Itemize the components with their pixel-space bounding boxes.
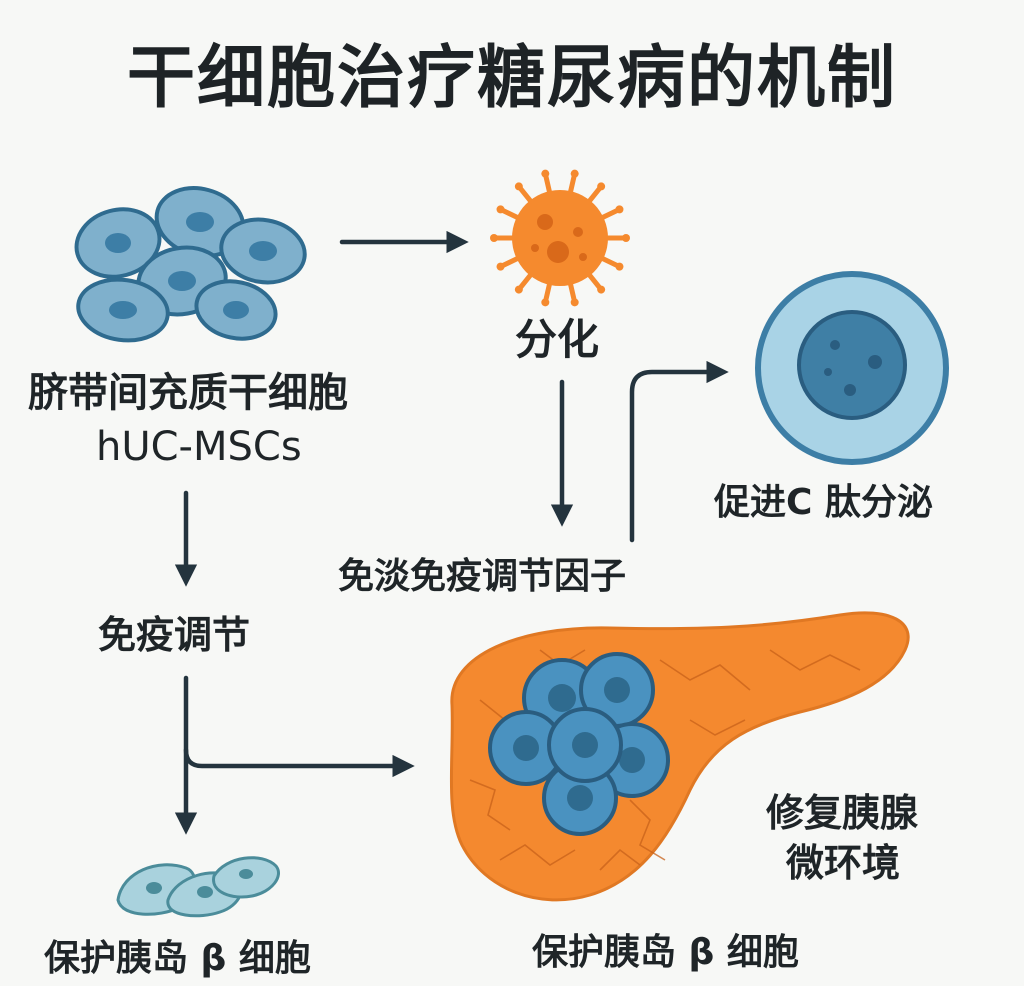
- arrow-immune-to-pancreas: [183, 747, 415, 778]
- repair-microenvironment-line2: 微环境: [786, 841, 901, 885]
- stem-cell: [194, 279, 278, 341]
- secretory-cell-icon: [755, 271, 949, 465]
- stem-cell-abbr-label: hUC-MSCs: [96, 424, 302, 470]
- arrow-factors-to-cpeptide-cell: [629, 360, 729, 543]
- immune-regulation-label: 免疫调节: [98, 613, 251, 657]
- islet-cluster-icon: [488, 652, 670, 836]
- stem-cell: [74, 207, 162, 279]
- protect-beta-cells-left-label: 保护胰岛 β 细胞: [44, 938, 311, 979]
- protected-beta-cells-icon: [116, 856, 280, 918]
- differentiation-label: 分化: [515, 315, 600, 364]
- stem-cell: [76, 277, 170, 343]
- islet-cell: [579, 652, 655, 728]
- immune-factors-label: 免淡免疫调节因子: [338, 556, 627, 597]
- repair-microenvironment-line1: 修复胰腺: [766, 791, 919, 835]
- islet-cell: [547, 707, 623, 783]
- stem-cell-name-label: 脐带间充质干细胞: [28, 370, 348, 416]
- protect-beta-cells-right-label: 保护胰岛 β 细胞: [532, 932, 799, 973]
- c-peptide-label: 促进C 肽分泌: [714, 482, 933, 523]
- stem-cell: [219, 217, 307, 285]
- stem-cell-cluster-icon: [74, 186, 307, 343]
- page-title: 干细胞治疗糖尿病的机制: [126, 39, 897, 118]
- differentiated-cell-icon: [490, 169, 630, 307]
